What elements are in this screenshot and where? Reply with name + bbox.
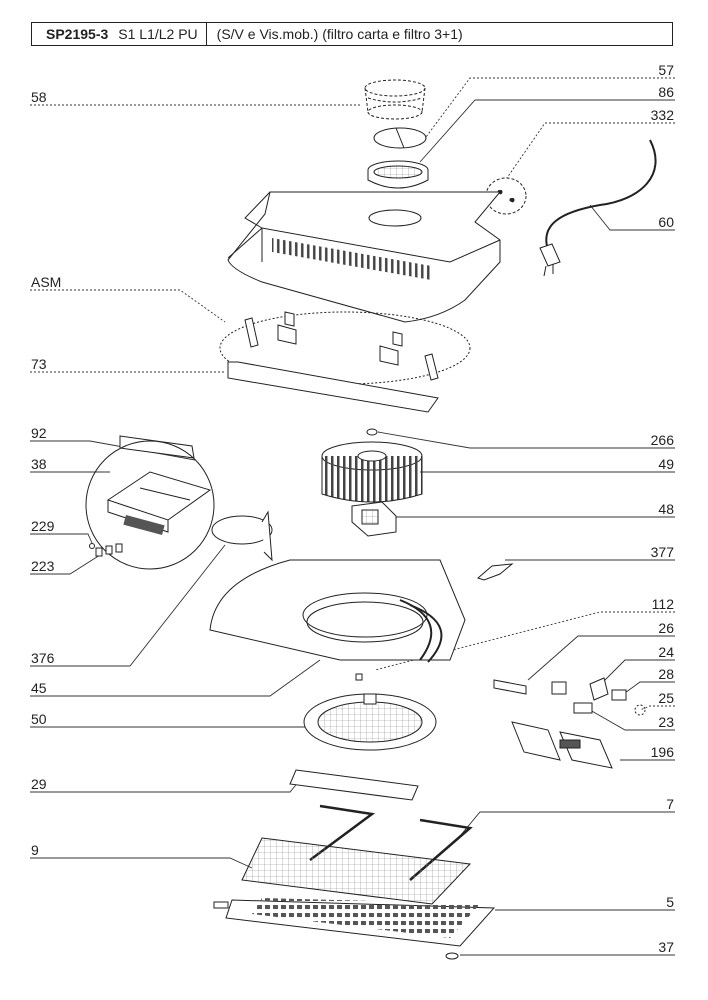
filter-frame-50	[303, 693, 437, 751]
leader-lines-left	[30, 104, 360, 869]
callout-28: 28	[658, 666, 674, 682]
control-panel-38	[85, 440, 215, 570]
lamp-28	[611, 689, 627, 701]
callout-73: 73	[31, 356, 47, 372]
power-cord-60	[539, 139, 657, 277]
model-cell: SP2195-3 S1 L1/L2 PU	[32, 23, 207, 45]
knob-229	[89, 543, 95, 549]
front-strip-73	[227, 361, 439, 413]
lower-chassis-45	[209, 559, 466, 663]
lamp-cover-196	[511, 721, 613, 769]
bulb-23-group	[551, 681, 593, 714]
callout-332: 332	[651, 107, 675, 123]
callout-37: 37	[658, 939, 674, 955]
callout-229: 229	[31, 518, 55, 534]
spacer-112	[355, 673, 363, 681]
leader-lines-right	[374, 77, 675, 956]
callout-38: 38	[31, 456, 47, 472]
callout-50: 50	[31, 711, 47, 727]
grease-filter-5	[213, 898, 496, 947]
callout-labels: 58 ASM 73 92 38 229 223 376 45 50 29 9 5…	[31, 62, 674, 955]
callout-376: 376	[31, 650, 55, 666]
lamp-shield-376	[211, 510, 273, 562]
callout-48: 48	[658, 501, 674, 517]
lamp-holder-26	[493, 679, 527, 695]
callout-57: 57	[658, 62, 674, 78]
callout-266: 266	[651, 432, 675, 448]
sliding-lever-377	[477, 563, 514, 581]
knob-set-223	[95, 543, 123, 557]
callout-377: 377	[651, 544, 675, 560]
callout-60: 60	[658, 214, 674, 230]
callout-86: 86	[658, 84, 674, 100]
callout-223: 223	[31, 558, 55, 574]
callout-25: 25	[658, 690, 674, 706]
callout-24: 24	[658, 644, 674, 660]
callout-196: 196	[651, 744, 675, 760]
callout-23: 23	[658, 714, 674, 730]
cover-bar-92	[119, 435, 195, 459]
blower-wheel-49	[321, 441, 423, 503]
outlet-collar-58	[364, 79, 426, 120]
screw-37	[445, 952, 459, 960]
washer-25	[634, 704, 646, 716]
hood-body	[227, 191, 502, 323]
front-louvers	[272, 237, 432, 281]
callout-112: 112	[652, 596, 675, 612]
assembly-bracket-set-asm	[219, 311, 471, 385]
cover-disc-332	[485, 177, 527, 215]
carbon-plate-29	[289, 769, 419, 801]
model-code: SP2195-3	[46, 26, 109, 42]
callout-9: 9	[31, 842, 39, 858]
callout-92: 92	[31, 425, 47, 441]
callout-26: 26	[658, 620, 674, 636]
bracket-24	[589, 677, 609, 701]
motor-48	[351, 501, 397, 537]
callout-7: 7	[666, 796, 674, 812]
callout-asm: ASM	[31, 274, 61, 290]
callout-49: 49	[658, 456, 674, 472]
paper-filter-9	[241, 837, 472, 905]
callout-45: 45	[31, 680, 47, 696]
callout-5: 5	[666, 894, 674, 910]
outlet-ring-86	[367, 160, 429, 189]
callout-58: 58	[31, 89, 47, 105]
model-variant: S1 L1/L2 PU	[118, 26, 198, 42]
non-return-valve-57	[373, 127, 427, 149]
callout-29: 29	[31, 776, 47, 792]
title-block: SP2195-3 S1 L1/L2 PU (S/V e Vis.mob.) (f…	[31, 22, 673, 46]
model-description: (S/V e Vis.mob.) (filtro carta e filtro …	[216, 26, 463, 42]
fan-nut-266	[366, 428, 378, 436]
